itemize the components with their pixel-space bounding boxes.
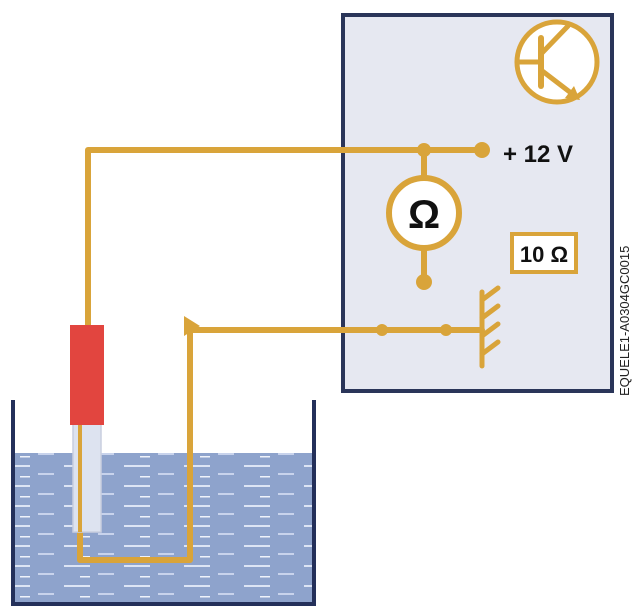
junction-ground-left <box>376 324 388 336</box>
level-probe <box>70 325 104 533</box>
probe-tip-icon <box>184 316 200 336</box>
ohm-symbol: Ω <box>408 193 440 237</box>
transistor-icon <box>514 19 600 105</box>
supply-wire <box>85 147 485 328</box>
probe-glass <box>72 419 102 533</box>
probe-cap <box>70 325 104 425</box>
liquid <box>13 453 314 603</box>
side-code-label: EQUELE1-A0304GC0015 <box>617 246 632 396</box>
meter-bottom-terminal <box>416 274 432 290</box>
junction-top-left <box>417 143 431 157</box>
probe-loop-wire <box>77 327 193 563</box>
resistance-label-box <box>510 232 578 274</box>
supply-voltage-label: + 12 V <box>503 141 573 168</box>
container <box>11 400 316 606</box>
supply-terminal <box>474 142 490 158</box>
junction-ground-right <box>440 324 452 336</box>
ohmmeter-icon: Ω <box>386 175 462 251</box>
resistance-label: 10 Ω <box>520 242 568 267</box>
ground-icon <box>479 285 501 369</box>
